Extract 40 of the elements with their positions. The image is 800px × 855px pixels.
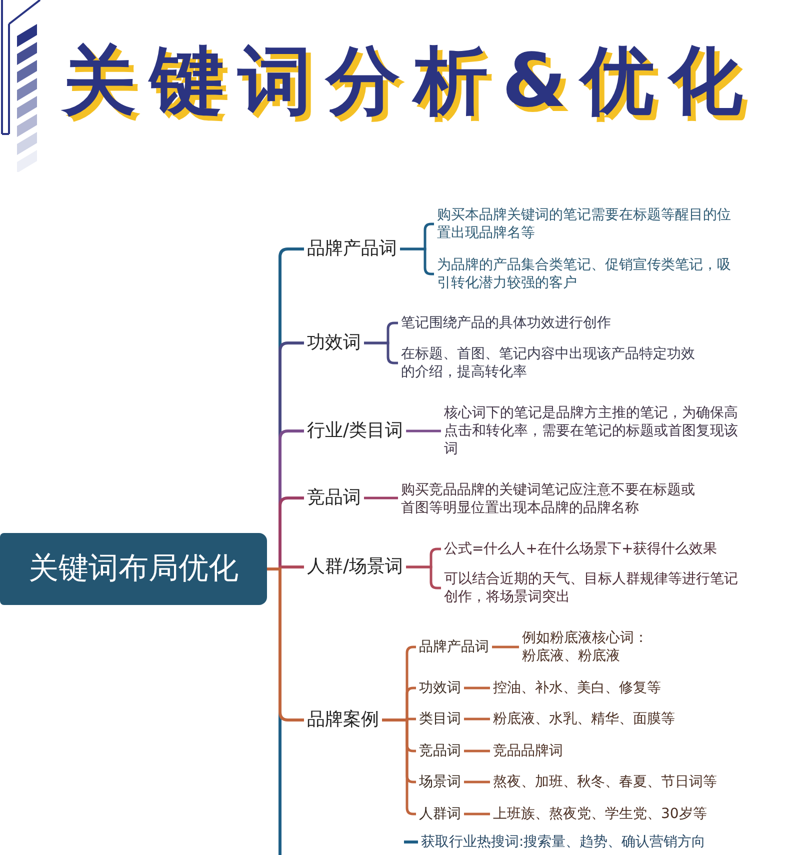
topic-label: 品牌产品词: [304, 237, 400, 261]
branch-line: [492, 646, 519, 648]
branch-note: 上班族、熬夜党、学生党、30岁等: [490, 805, 710, 823]
branch-note: 为品牌的产品集合类笔记、促销宣传类笔记，吸引转化潜力较强的客户: [434, 256, 740, 292]
subtopic-label: 人群词: [416, 805, 464, 823]
branch-note: 笔记围绕产品的具体功效进行创作: [398, 314, 704, 332]
branch-line: [382, 718, 416, 816]
topic-label: 品牌案例: [304, 708, 382, 732]
subtopic-label: 类目词: [416, 710, 464, 728]
topic-label: 功效词: [304, 331, 364, 355]
branch-note: 粉底液、水乳、精华、面膜等: [490, 710, 678, 728]
subtopic-label: 场景词: [416, 773, 464, 791]
branch-line: [464, 686, 490, 690]
branch-note: 竞品品牌词: [490, 742, 566, 760]
branch-line: [464, 812, 490, 816]
branch-line: [464, 718, 490, 720]
topic-label: 人群/场景词: [304, 555, 406, 579]
subtopic-label: 品牌产品词: [416, 638, 492, 656]
branch-note: 在标题、首图、笔记内容中出现该产品特定功效的介绍，提高转化率: [398, 345, 704, 381]
branch-line: [404, 840, 418, 844]
branch-note: 可以结合近期的天气、目标人群规律等进行笔记创作，将场景词突出: [441, 570, 747, 606]
title: 关键词分析&优化: [62, 42, 757, 120]
branch-line: [464, 750, 490, 752]
branch-note: 购买竞品品牌的关键词笔记应注意不要在标题或首图等明显位置出现本品牌的品牌名称: [398, 481, 704, 517]
subtopic-label: 竞品词: [416, 742, 464, 760]
branch-line: [406, 430, 441, 432]
branch-line: [364, 496, 398, 500]
branch-note: 例如粉底液核心词：粉底液、粉底液: [519, 629, 655, 665]
branch-note: 控油、补水、美白、修复等: [490, 679, 664, 697]
branch-note: 熬夜、加班、秋冬、春夏、节日词等: [490, 773, 720, 791]
subtopic-label: 功效词: [416, 679, 464, 697]
branch-note: 核心词下的笔记是品牌方主推的笔记，为确保高点击和转化率，需要在笔记的标题或首图复现该词: [441, 404, 747, 458]
branch-note: 公式=什么人+在什么场景下+获得什么效果: [441, 540, 747, 558]
branch-line: [267, 568, 304, 722]
branch-note: 获取行业热搜词:搜索量、趋势、确认营销方向: [418, 833, 709, 851]
branch-note: 购买本品牌关键词的笔记需要在标题等醒目的位置出现品牌名等: [434, 206, 740, 242]
topic-label: 行业/类目词: [304, 419, 406, 443]
branch-line: [464, 780, 490, 784]
root-topic-box: 关键词布局优化: [0, 533, 267, 605]
topic-label: 竞品词: [304, 486, 364, 510]
